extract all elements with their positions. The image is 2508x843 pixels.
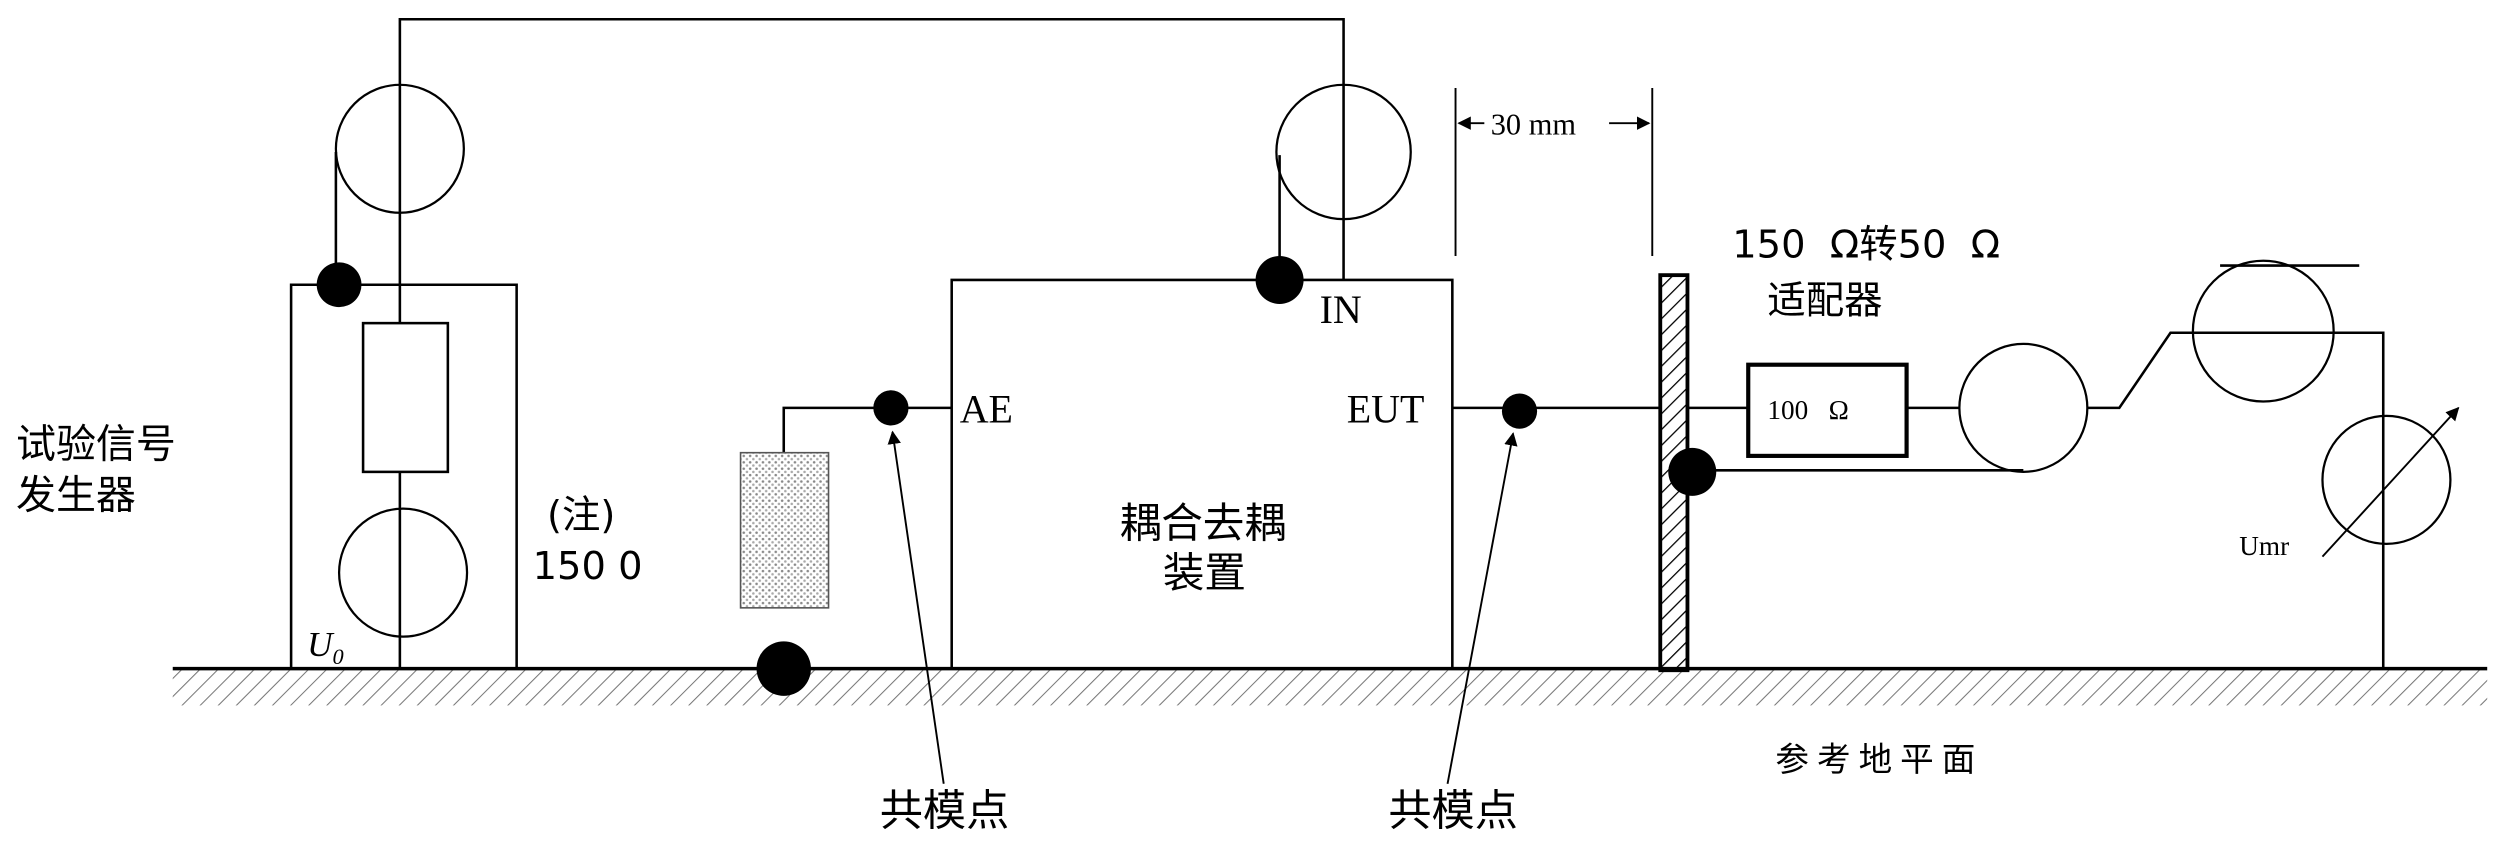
ground-plane-hatch bbox=[172, 670, 2488, 706]
spacing-label: 30 mm bbox=[1491, 107, 1577, 141]
meter-label: Umr bbox=[2239, 531, 2289, 561]
generator-source-circle bbox=[337, 507, 469, 638]
generator-label-line1: 试验信号 bbox=[16, 421, 176, 467]
source-label-sub: 0 bbox=[333, 644, 344, 669]
common-point-label-left: 共模点 bbox=[880, 786, 1010, 836]
cdn-input-coil bbox=[1275, 83, 1412, 221]
eut-common-point-node bbox=[1501, 393, 1538, 429]
adapter-label-line2: 适配器 bbox=[1767, 279, 1882, 324]
in-label: IN bbox=[1320, 287, 1362, 332]
adapter-resistor bbox=[1746, 362, 1909, 458]
measurement-coil bbox=[2191, 259, 2335, 403]
meter-arrow bbox=[2321, 406, 2460, 558]
ae-common-point-node bbox=[873, 390, 909, 426]
meter-circle bbox=[2321, 414, 2452, 545]
ae-wire bbox=[782, 406, 952, 453]
ground-node bbox=[756, 641, 811, 696]
cdn-box bbox=[950, 278, 1454, 669]
generator-resistor bbox=[361, 321, 450, 474]
note-value: 150 0 bbox=[533, 544, 643, 589]
adapter-ground-node bbox=[1668, 447, 1717, 496]
common-point-arrow-right bbox=[1446, 432, 1518, 784]
adapter-label-line1: 150 Ω转50 Ω bbox=[1732, 223, 2000, 268]
source-label: U0 bbox=[307, 625, 344, 669]
source-label-main: U bbox=[307, 625, 335, 664]
generator-label-line2: 发生器 bbox=[16, 473, 136, 519]
ground-label: 参考地平面 bbox=[1775, 740, 1983, 779]
cdn-input-node bbox=[1255, 255, 1304, 304]
resistor-label: 100 Ω bbox=[1767, 395, 1848, 425]
common-point-label-right: 共模点 bbox=[1388, 786, 1518, 836]
eut-label: EUT bbox=[1347, 386, 1425, 431]
ae-label: AE bbox=[960, 386, 1013, 431]
generator-top-coil bbox=[334, 83, 465, 214]
auxiliary-equipment-box bbox=[739, 451, 830, 609]
generator-node bbox=[316, 262, 362, 308]
common-point-arrow-left bbox=[887, 430, 945, 784]
cdn-label-line2: 装置 bbox=[1163, 548, 1246, 597]
note-label: (注) bbox=[547, 493, 615, 538]
generator-enclosure bbox=[289, 283, 518, 669]
measurement-wire bbox=[2087, 331, 2385, 669]
adapter-coil bbox=[1958, 342, 2089, 474]
cdn-label-line1: 耦合去耦 bbox=[1120, 498, 1286, 547]
